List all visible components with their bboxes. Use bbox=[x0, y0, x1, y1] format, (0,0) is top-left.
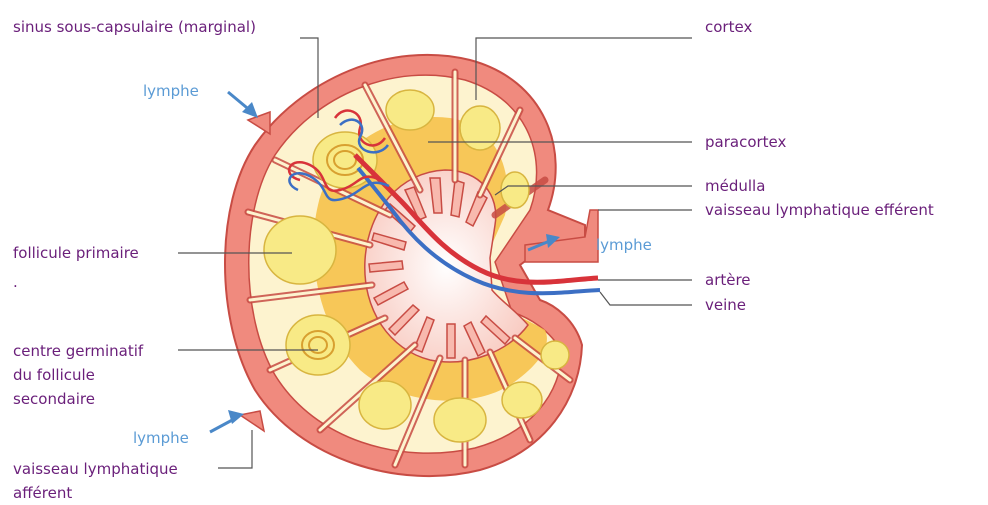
label-afferent-1: vaisseau lymphatique bbox=[13, 460, 178, 479]
label-veine: veine bbox=[705, 296, 746, 315]
label-medulla: médulla bbox=[705, 177, 765, 196]
label-lymphe-right: lymphe bbox=[596, 236, 652, 255]
label-lymphe-bottom: lymphe bbox=[133, 429, 189, 448]
label-centre-germinatif-2: du follicule bbox=[13, 366, 95, 385]
label-sinus: sinus sous-capsulaire (marginal) bbox=[13, 18, 256, 37]
label-lymphe-top: lymphe bbox=[143, 82, 199, 101]
label-follicule-primaire: follicule primaire bbox=[13, 244, 139, 263]
label-dot: . bbox=[13, 273, 18, 292]
label-centre-germinatif-1: centre germinatif bbox=[13, 342, 143, 361]
label-efferent: vaisseau lymphatique efférent bbox=[705, 201, 934, 220]
label-cortex: cortex bbox=[705, 18, 752, 37]
label-artere: artère bbox=[705, 271, 751, 290]
label-afferent-2: afférent bbox=[13, 484, 72, 503]
label-centre-germinatif-3: secondaire bbox=[13, 390, 95, 409]
label-paracortex: paracortex bbox=[705, 133, 786, 152]
